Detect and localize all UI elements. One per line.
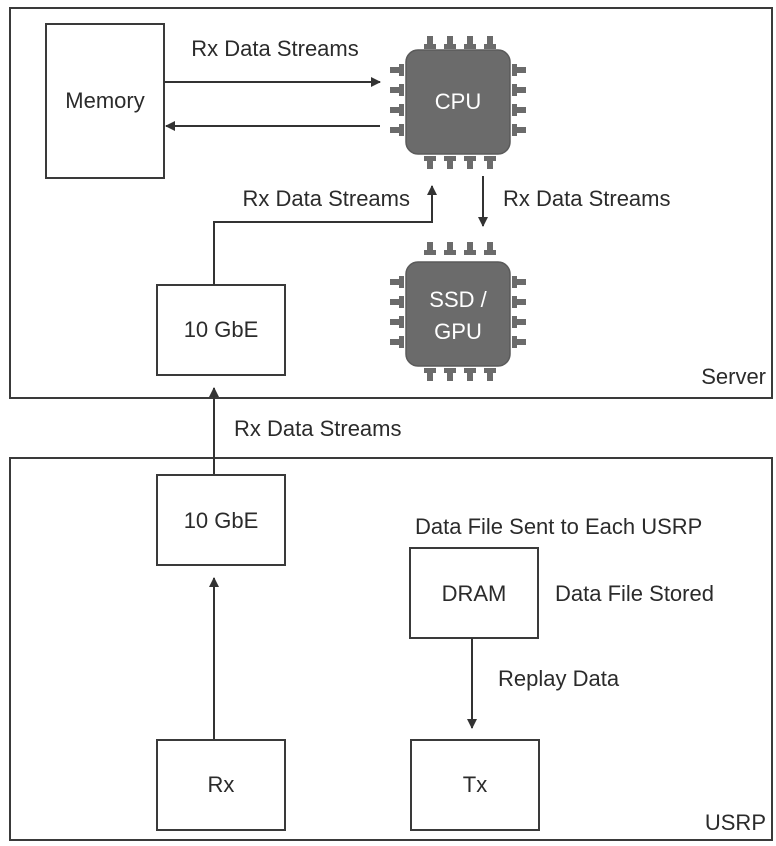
dram-label: DRAM [442, 581, 507, 606]
cpu-left-pins [390, 64, 404, 136]
ssd-gpu-label-line2: GPU [434, 319, 482, 344]
usrp-10gbe-label: 10 GbE [184, 508, 259, 533]
server-10gbe-box [156, 284, 286, 376]
usrp-label: USRP [705, 810, 766, 835]
ssd-bottom-pins [424, 368, 496, 381]
ssd-top-pins [424, 242, 496, 255]
data-file-sent-label: Data File Sent to Each USRP [415, 514, 702, 539]
usrp-10gbe-box [156, 474, 286, 566]
cpu-bottom-pins [424, 156, 496, 169]
rx-box [156, 739, 286, 831]
tx-box [410, 739, 540, 831]
usrp-to-server-label: Rx Data Streams [234, 416, 402, 441]
server-10gbe-label: 10 GbE [184, 317, 259, 342]
memory-box [45, 23, 165, 179]
data-file-stored-label: Data File Stored [555, 581, 714, 606]
dram-box [409, 547, 539, 639]
ssd-right-pins [512, 276, 526, 348]
tx-label: Tx [463, 772, 487, 797]
cpu-chip-icon [390, 36, 526, 169]
nic-to-cpu-arrow [213, 185, 437, 285]
cpu-to-ssd-label: Rx Data Streams [503, 186, 671, 211]
rx-label: Rx [208, 772, 235, 797]
cpu-label: CPU [435, 89, 481, 114]
memory-label: Memory [65, 88, 144, 113]
cpu-top-pins [424, 36, 496, 49]
usrp-region [9, 457, 773, 841]
replay-data-label: Replay Data [498, 666, 620, 691]
ssd-gpu-label-line1: SSD / [429, 287, 487, 312]
ssd-left-pins [390, 276, 404, 348]
cpu-right-pins [512, 64, 526, 136]
ssd-gpu-chip-icon [390, 242, 526, 381]
nic-to-cpu-label: Rx Data Streams [243, 186, 411, 211]
server-label: Server [701, 364, 766, 389]
memory-to-cpu-label: Rx Data Streams [191, 36, 359, 61]
